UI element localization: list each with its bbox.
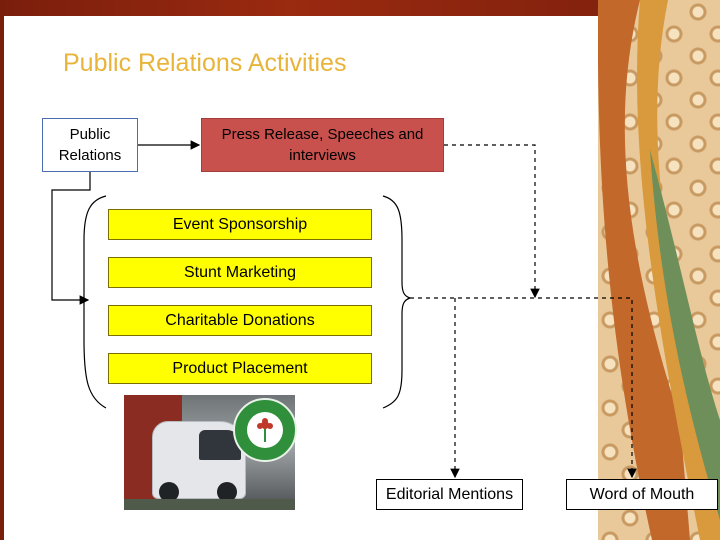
flower-seal-icon (233, 398, 297, 462)
photo-car-wheel (159, 482, 179, 502)
photo-car (152, 421, 246, 502)
charitable-donations-node: Charitable Donations (108, 305, 372, 336)
photo-ground (124, 499, 295, 510)
decorative-pattern (598, 0, 720, 540)
event-sponsorship-node: Event Sponsorship (108, 209, 372, 240)
slide-title: Public Relations Activities (63, 49, 347, 77)
editorial-mentions-node: Editorial Mentions (376, 479, 523, 510)
flower-icon (257, 418, 273, 442)
flower-seal-center (247, 412, 283, 448)
public-relations-node: Public Relations (42, 118, 138, 172)
press-release-node: Press Release, Speeches and interviews (201, 118, 444, 172)
product-placement-node: Product Placement (108, 353, 372, 384)
stunt-marketing-node: Stunt Marketing (108, 257, 372, 288)
word-of-mouth-node: Word of Mouth (566, 479, 718, 510)
photo-car-wheel (217, 482, 237, 502)
